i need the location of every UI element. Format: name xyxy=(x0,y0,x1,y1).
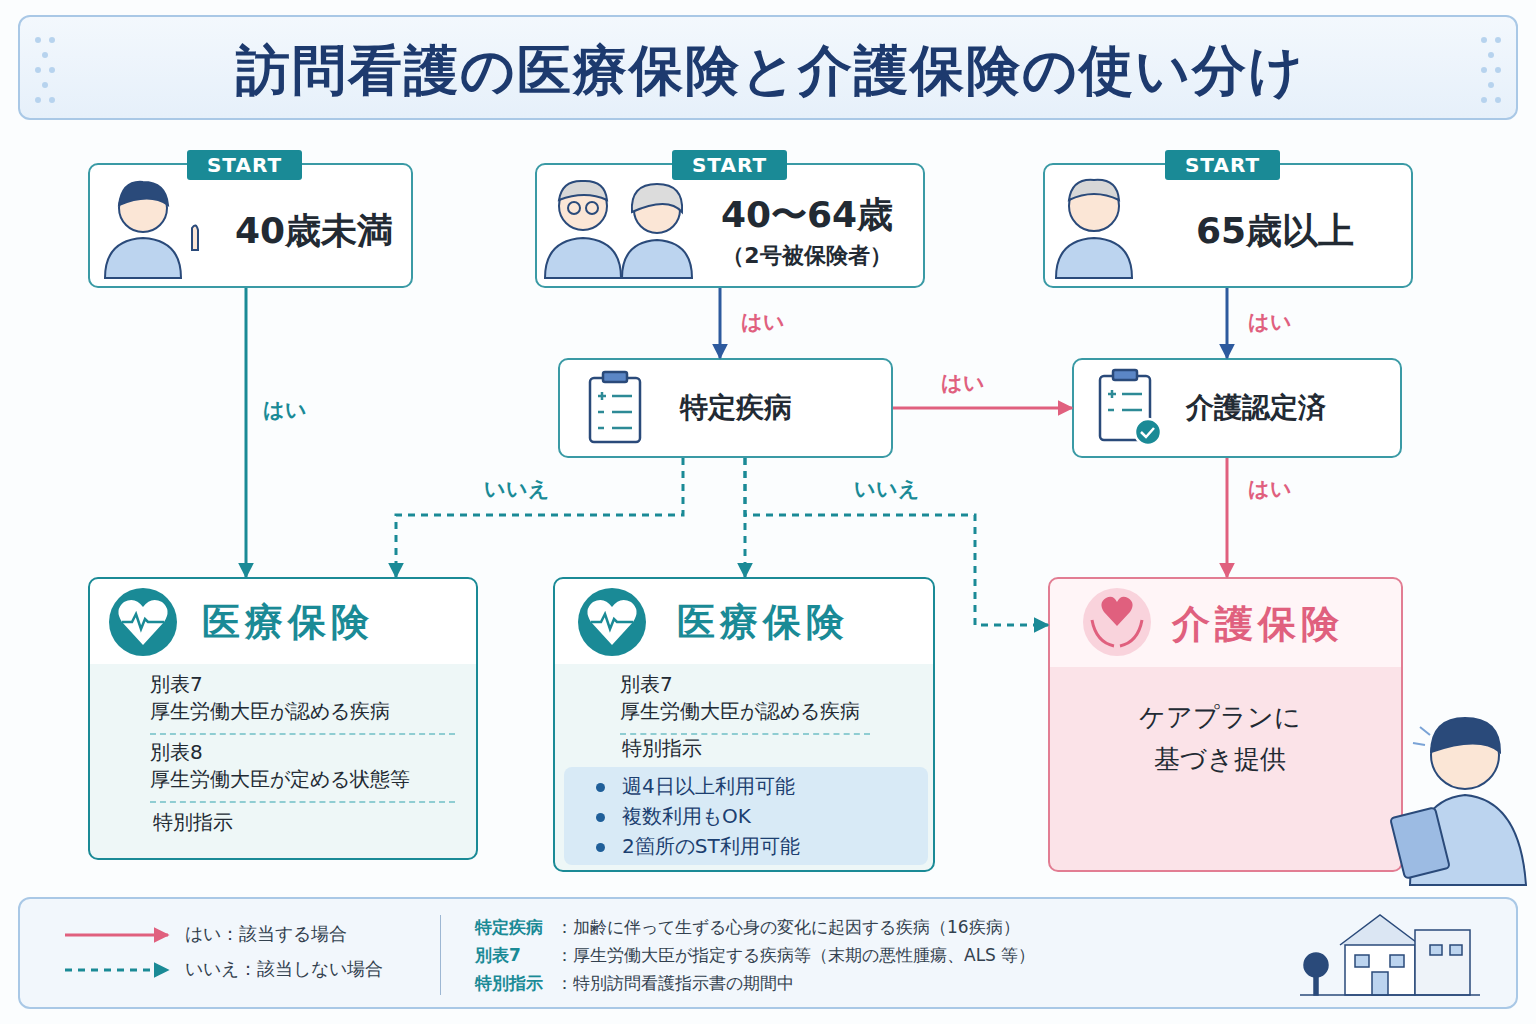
yes-connector xyxy=(1226,288,1229,358)
start-box: START40歳未満 xyxy=(88,163,413,288)
definition-text: ：厚生労働大臣が指定する疾病等（末期の悪性腫瘍、ALS 等） xyxy=(556,944,1035,967)
clipboard-check-icon xyxy=(1100,370,1161,445)
legend-sample xyxy=(65,969,168,972)
bullet-item: 複数利用もOK xyxy=(622,803,912,830)
definition-term: 別表7 xyxy=(475,944,521,967)
yes-connector xyxy=(245,288,248,577)
box-text: 介護認定済 xyxy=(1186,389,1386,427)
box-text: 別表8 厚生労働大臣が定める状態等 xyxy=(150,739,455,803)
title-banner: 訪問看護の医療保険と介護保険の使い分け xyxy=(18,15,1518,120)
box-text: 別表7 厚生労働大臣が認める疾病 xyxy=(620,671,870,735)
box-text: 別表7 厚生労働大臣が認める疾病 xyxy=(150,671,455,735)
house-illustration xyxy=(1300,915,1480,995)
result-box: 医療保険別表7 厚生労働大臣が認める疾病別表8 厚生労働大臣が定める状態等特別指… xyxy=(88,577,478,860)
title-text: 訪問看護の医療保険と介護保険の使い分け xyxy=(20,35,1520,108)
bullet-item: 週4日以上利用可能 xyxy=(622,773,912,800)
heart-icon xyxy=(578,588,646,656)
bullet-item: 2箇所のST利用可能 xyxy=(622,833,912,860)
start-tag: START xyxy=(1165,150,1280,180)
box-text: 特別指示 xyxy=(622,735,902,762)
edge-label: はい xyxy=(941,369,985,397)
box-text: ケアプランに 基づき提供 xyxy=(1120,697,1320,780)
heart-icon xyxy=(109,588,177,656)
start-tag: START xyxy=(187,150,302,180)
yes-connector xyxy=(893,407,1072,410)
start-box: START40〜64歳（2号被保険者） xyxy=(535,163,925,288)
box-heading: 介護保険 xyxy=(1172,599,1392,650)
edge-label: いいえ xyxy=(854,475,920,503)
no-connector xyxy=(745,458,1048,625)
young-person-icon xyxy=(105,182,198,278)
box-text: 特定疾病 xyxy=(680,389,860,427)
caring-hands-icon xyxy=(1083,588,1151,656)
start-box: START65歳以上 xyxy=(1043,163,1413,288)
legend-panel xyxy=(18,897,1518,1009)
elderly-person-icon xyxy=(1056,180,1132,278)
box-heading: 医療保険 xyxy=(677,597,907,648)
feature-panel: 週4日以上利用可能複数利用もOK 2箇所のST利用可能 xyxy=(564,767,928,865)
box-text: 40歳未満 xyxy=(235,207,405,256)
legend-text: いいえ：該当しない場合 xyxy=(185,957,383,981)
edge-label: はい xyxy=(1248,308,1292,336)
box-text: 65歳以上 xyxy=(1160,207,1390,256)
legend-sample xyxy=(65,934,168,937)
edge-label: はい xyxy=(741,308,785,336)
edge-label: はい xyxy=(1248,475,1292,503)
yes-connector xyxy=(1226,458,1229,577)
legend-divider xyxy=(440,915,441,995)
middle-aged-couple-icon xyxy=(545,181,692,278)
box-heading: 医療保険 xyxy=(202,597,432,648)
decision-box: 介護認定済 xyxy=(1072,358,1402,458)
no-connector xyxy=(396,458,683,577)
definition-text: ：特別訪問看護指示書の期間中 xyxy=(556,972,794,995)
legend-text: はい：該当する場合 xyxy=(185,922,347,946)
result-box: 介護保険ケアプランに 基づき提供 xyxy=(1048,577,1403,872)
definition-text: ：加齢に伴って生ずる心身の変化に起因する疾病（16疾病） xyxy=(556,916,1020,939)
box-text: 特別指示 xyxy=(153,809,433,836)
yes-connector xyxy=(719,288,722,358)
box-text: 40〜64歳 xyxy=(702,191,912,240)
edge-label: はい xyxy=(263,396,307,424)
result-box: 医療保険別表7 厚生労働大臣が認める疾病特別指示週4日以上利用可能複数利用もOK… xyxy=(553,577,935,872)
decision-box: 特定疾病 xyxy=(558,358,893,458)
title-dots xyxy=(35,37,1501,103)
clipboard-icon xyxy=(590,372,640,442)
definition-term: 特別指示 xyxy=(475,972,543,995)
start-tag: START xyxy=(672,150,787,180)
definition-term: 特定疾病 xyxy=(475,916,543,939)
box-text: （2号被保険者） xyxy=(692,241,922,271)
edge-label: いいえ xyxy=(484,475,550,503)
nurse-illustration xyxy=(1390,718,1526,885)
